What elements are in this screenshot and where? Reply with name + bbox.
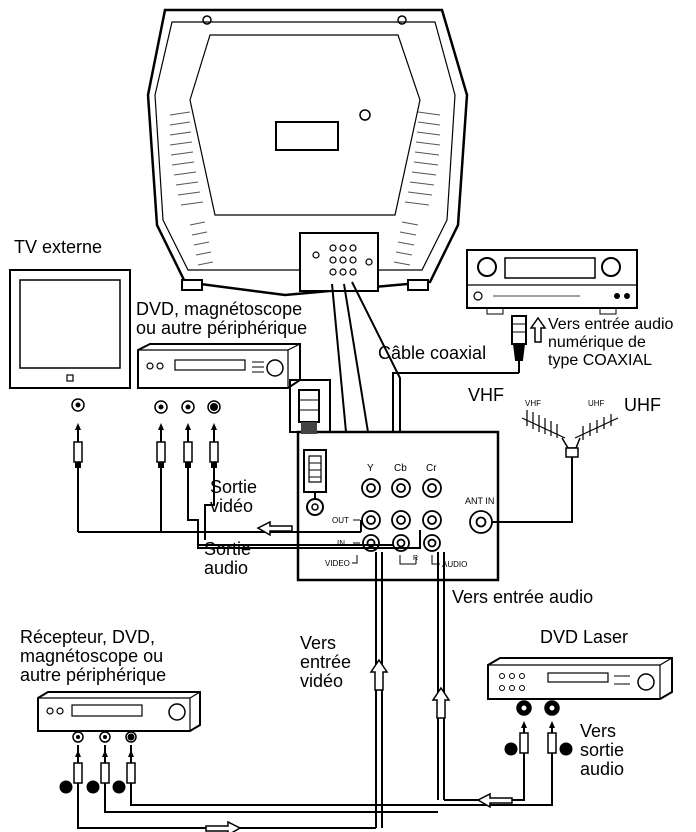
label-cb: Cb [394, 463, 407, 474]
receiver-bottom-left [37, 691, 201, 743]
label-vers-entree-video: Vers entrée vidéo [300, 633, 352, 691]
hollow-arrow-right-bottom [205, 820, 242, 832]
label-uhf: UHF [624, 395, 661, 415]
audio-receiver [466, 249, 638, 315]
label-antenna-uhf: UHF [588, 399, 605, 408]
hollow-arrow-left-video [256, 520, 293, 537]
dvd-laser-player [487, 657, 673, 716]
label-y: Y [367, 463, 374, 474]
label-vhf: VHF [468, 385, 504, 405]
mark-w-right: W [562, 745, 571, 755]
coaxial-plug [511, 315, 527, 373]
external-tv [9, 269, 131, 412]
label-vers-sortie-audio: Vers sortie audio [580, 721, 625, 779]
mark-y: Y [63, 783, 69, 793]
label-sortie-video: Sortie vidéo [210, 477, 258, 516]
plug-marks: Y W R R W [59, 742, 573, 794]
connection-panel [296, 430, 500, 582]
label-video: VIDEO [325, 559, 350, 568]
component-plug [298, 389, 327, 516]
mark-r-right: R [508, 745, 515, 755]
label-dvd-laser: DVD Laser [540, 627, 629, 647]
label-antenna-vhf: VHF [525, 399, 541, 408]
label-dvd-top: DVD, magnétoscope ou autre périphérique [136, 299, 308, 338]
label-recepteur: Récepteur, DVD, magnétoscope ou autre pé… [20, 627, 167, 685]
label-ant-in: ANT IN [465, 496, 494, 506]
antenna [521, 410, 619, 458]
dvd-vcr-top [137, 343, 301, 414]
label-out: OUT [332, 516, 349, 525]
rca-plugs-bottom-left [73, 750, 136, 784]
hollow-arrow-up-video [369, 658, 389, 691]
mark-w-left: W [89, 783, 98, 793]
hollow-arrow-coax [529, 316, 547, 343]
label-vers-entree-audio: Vers entrée audio [452, 587, 594, 607]
label-cr: Cr [426, 463, 437, 474]
mark-r-left: R [116, 783, 123, 793]
television-rear [146, 8, 469, 297]
label-sortie-audio: Sortie audio [204, 539, 252, 578]
panel-labels: Y Cb Cr ANT IN OUT IN VIDEO AUDIO R VHF … [325, 399, 605, 569]
label-r: R [413, 555, 418, 562]
rca-plugs-top [73, 441, 219, 468]
label-vers-entree-coax: Vers entrée audio numérique de type COAX… [548, 316, 674, 369]
label-in: IN [337, 539, 345, 548]
label-cable-coaxial: Câble coaxial [378, 343, 487, 363]
hollow-arrow-up-audio [431, 686, 451, 719]
label-audio: AUDIO [442, 560, 467, 569]
left-cables [77, 428, 421, 549]
up-arrows-top [75, 423, 217, 430]
label-tv-externe: TV externe [14, 237, 103, 257]
hollow-arrow-left-bottom [476, 792, 513, 809]
rca-plugs-dvd-laser [519, 721, 557, 805]
